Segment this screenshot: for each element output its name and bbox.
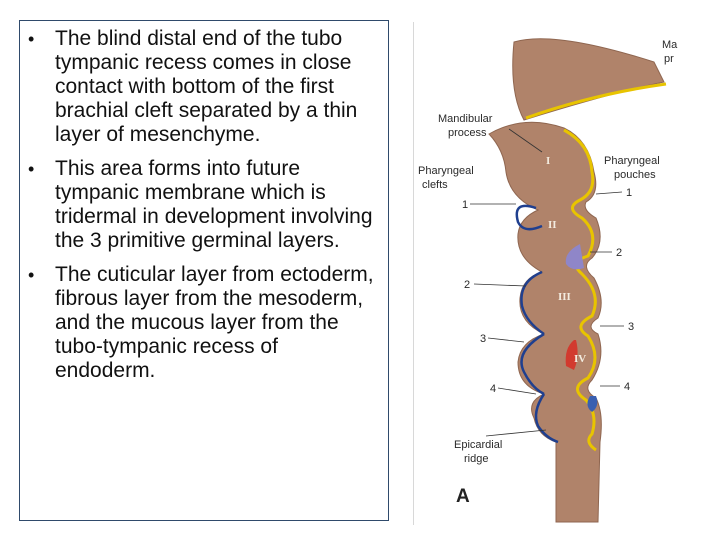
arch-numeral-4: IV [574,353,586,365]
mandibular-label-line-1: Mandibular [438,113,493,125]
bullet-list: • The blind distal end of the tubo tympa… [20,21,388,383]
pouch-3-fill [565,340,578,370]
leader-pouch-1 [595,191,623,195]
pharyngeal-pouches-label-line-1: Pharyngeal [604,155,660,167]
leader-epicardial [485,429,547,437]
corner-label-line-2: pr [664,53,674,65]
pharyngeal-clefts-label-line-2: clefts [422,179,448,191]
leader-cleft-4 [497,387,537,395]
panel-letter: A [456,486,470,507]
bullet-item: • The cuticular layer from ectoderm, fib… [20,263,388,383]
cleft-1-line [515,204,543,231]
cleft-4-line [534,393,559,444]
pouch-number-1: 1 [626,187,632,199]
arch-numeral-1: I [546,155,550,167]
leader-cleft-2 [473,283,527,287]
leader-mandibular [508,128,543,153]
cleft-3-line [520,332,545,396]
embryology-figure: Ma pr Mandibular process Pharyngeal clef… [413,22,720,525]
leader-cleft-3 [487,337,525,343]
bullet-item: • This area forms into future tympanic m… [20,157,388,253]
cleft-number-3: 3 [480,333,486,345]
epicardial-label-line-2: ridge [464,453,488,465]
maxillary-endoderm-line [525,82,667,120]
bullet-item: • The blind distal end of the tubo tympa… [20,27,388,147]
pouch-2-fill [565,244,584,270]
cleft-number-2: 2 [464,279,470,291]
pharyngeal-clefts-label-line-1: Pharyngeal [418,165,474,177]
pharyngeal-arches-illustration: Ma pr Mandibular process Pharyngeal clef… [418,38,678,523]
bullet-icon: • [28,29,35,49]
bullet-icon: • [28,159,35,179]
pouch-number-4: 4 [624,381,630,393]
bullet-text: The cuticular layer from ectoderm, fibro… [55,263,374,382]
bullet-icon: • [28,265,35,285]
pouch-number-3: 3 [628,321,634,333]
text-panel: • The blind distal end of the tubo tympa… [19,20,389,521]
corner-label-line-1: Ma [662,39,678,51]
cleft-number-4: 4 [490,383,496,395]
mandibular-label-line-2: process [448,127,487,139]
epicardial-label-line-1: Epicardial [454,439,502,451]
bullet-text: The blind distal end of the tubo tympani… [55,27,358,146]
pouch-number-2: 2 [616,247,622,259]
cleft-2-line [520,270,545,336]
arch-numeral-2: II [548,219,557,231]
pharyngeal-pouches-label-line-2: pouches [614,169,656,181]
pouch-4-fill [587,396,598,412]
arch-numeral-3: III [558,291,571,303]
cleft-number-1: 1 [462,199,468,211]
maxillary-process-shape [512,38,665,121]
arch-column-shape [488,121,602,523]
bullet-text: This area forms into future tympanic mem… [55,157,373,252]
